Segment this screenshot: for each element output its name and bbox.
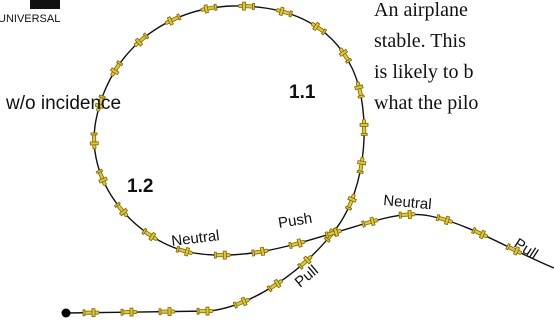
- airplane-markers: [82, 1, 523, 318]
- label-pull-bottom: Pull: [292, 262, 322, 291]
- airplane-icon: [338, 47, 353, 64]
- airplane-icon: [359, 118, 369, 136]
- airplane-icon: [109, 60, 124, 77]
- paragraph-line-4: what the pilo: [374, 92, 478, 114]
- airplane-icon: [361, 216, 379, 228]
- airplane-icon: [89, 132, 99, 150]
- airplane-icon: [251, 246, 269, 257]
- label-neutral-right: Neutral: [383, 192, 433, 213]
- airplane-icon: [95, 168, 108, 186]
- airplane-icon: [356, 156, 367, 175]
- airplane-icon: [324, 227, 342, 239]
- airplane-icon: [238, 1, 256, 11]
- airplane-icon: [175, 245, 193, 257]
- label-without-incidence: w/o incidence: [5, 93, 121, 114]
- airplane-icon: [505, 243, 523, 256]
- start-dot: [61, 308, 71, 318]
- label-neutral-left: Neutral: [170, 227, 220, 250]
- logo-mark: [30, 0, 60, 9]
- label-loop-1-1: 1.1: [289, 82, 316, 103]
- airplane-icon: [275, 6, 294, 18]
- airplane-icon: [266, 278, 283, 293]
- paragraph-line-2: stable. This: [374, 30, 466, 52]
- airplane-icon: [133, 32, 150, 47]
- airplane-icon: [435, 214, 453, 226]
- airplane-icon: [158, 307, 176, 316]
- airplane-icon: [471, 226, 488, 240]
- airplane-icon: [232, 296, 250, 309]
- airplane-icon: [120, 307, 138, 317]
- airplane-icon: [310, 21, 328, 36]
- airplane-icon: [288, 238, 306, 250]
- airplane-icon: [82, 308, 100, 318]
- label-loop-1-2: 1.2: [127, 176, 153, 197]
- airplane-icon: [94, 94, 106, 112]
- airplane-icon: [141, 227, 158, 242]
- paragraph-line-1: An airplane: [374, 0, 468, 21]
- airplane-icon: [196, 306, 214, 316]
- airplane-icon: [344, 193, 357, 211]
- logo: UNIVERSAL: [0, 0, 60, 25]
- airplane-icon: [398, 209, 416, 219]
- body-paragraph: An airplane stable. This is likely to b …: [374, 0, 478, 114]
- airplane-icon: [296, 255, 313, 270]
- label-push: Push: [277, 210, 313, 232]
- airplane-icon: [200, 3, 218, 14]
- logo-text: UNIVERSAL: [0, 13, 60, 25]
- label-pull-right: Pull: [511, 235, 541, 263]
- airplane-icon: [213, 250, 231, 260]
- airplane-icon: [164, 13, 182, 26]
- airplane-icon: [354, 81, 365, 99]
- paragraph-line-3: is likely to b: [374, 61, 473, 83]
- airplane-icon: [113, 201, 129, 218]
